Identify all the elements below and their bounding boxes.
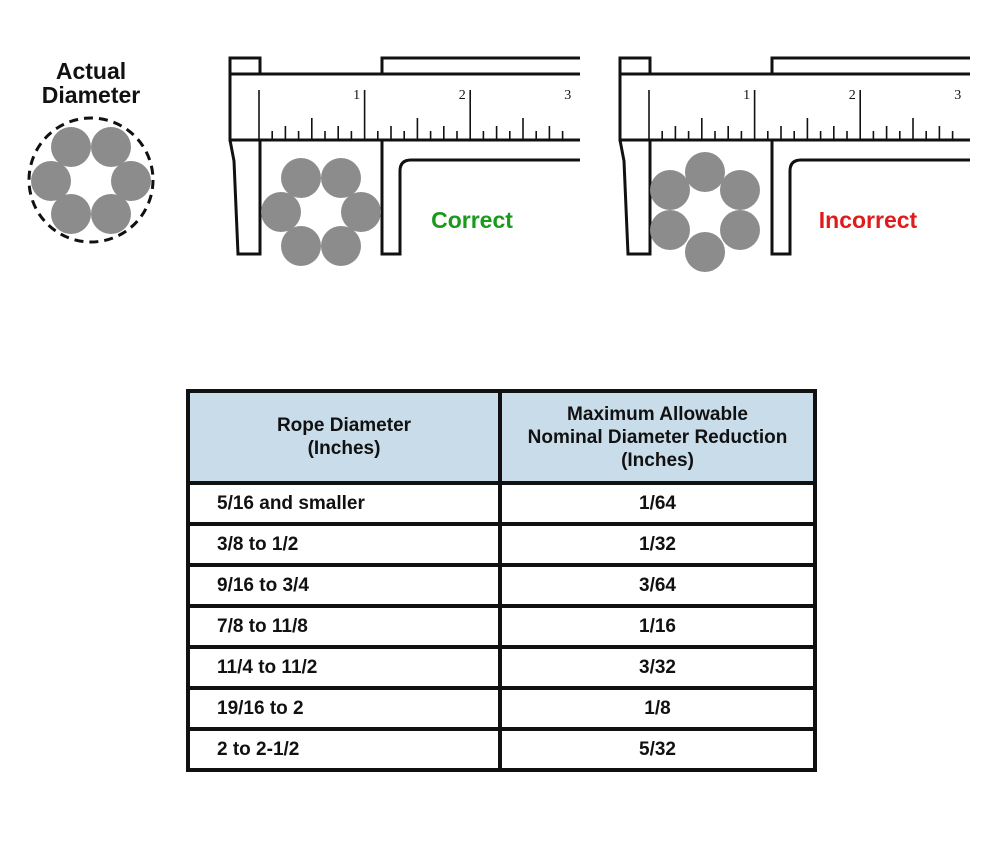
wire-rope-cross-section-incorrect: [650, 152, 760, 272]
wire-strand: [51, 194, 91, 234]
caliper-upper-jaw-sliding: [770, 56, 970, 74]
rope-diameter-cell: 2 to 2-1/2: [186, 727, 502, 772]
wire-strand: [685, 232, 725, 272]
wire-strand: [321, 158, 361, 198]
wire-rope-cross-section-correct: [261, 158, 381, 266]
actual-diameter-illustration: Actual Diameter: [27, 58, 155, 244]
wire-rope-cross-section: [31, 127, 151, 234]
diameter-reduction-table: Rope Diameter (Inches) Maximum Allowable…: [186, 389, 817, 772]
wire-strand: [685, 152, 725, 192]
wire-strand: [720, 210, 760, 250]
caliper-upper-jaw-fixed: [228, 56, 262, 74]
caliper-sliding-jaw: [380, 140, 580, 256]
caliper-fixed-jaw: [228, 139, 262, 256]
caliper-correct: 1 2 3: [228, 56, 580, 256]
caliper-beam: [228, 72, 580, 142]
wire-strand: [281, 158, 321, 198]
caliper-fixed-jaw: [618, 139, 652, 256]
wire-strand: [91, 127, 131, 167]
actual-label-line2: Diameter: [42, 82, 140, 108]
rope-diameter-cell: 19/16 to 2: [186, 686, 502, 731]
rope-diameter-cell: 5/16 and smaller: [186, 481, 502, 526]
scale-number: 3: [564, 88, 571, 103]
max-reduction-cell: 3/32: [498, 645, 817, 690]
max-reduction-cell: 1/32: [498, 522, 817, 567]
wire-strand: [51, 127, 91, 167]
scale-number: 1: [353, 88, 360, 103]
max-reduction-cell: 1/16: [498, 604, 817, 649]
rope-diameter-cell: 11/4 to 11/2: [186, 645, 502, 690]
max-reduction-cell: 3/64: [498, 563, 817, 608]
actual-diameter-dashed-circle: [27, 116, 155, 244]
correct-label: Correct: [431, 207, 513, 233]
wire-strand: [321, 226, 361, 266]
wire-strand: [91, 194, 131, 234]
incorrect-label: Incorrect: [819, 207, 918, 233]
scale-number: 2: [849, 88, 856, 103]
wire-strand: [650, 170, 690, 210]
rope-diameter-cell: 9/16 to 3/4: [186, 563, 502, 608]
actual-label-line1: Actual: [56, 58, 126, 84]
table-header-row: Rope Diameter (Inches) Maximum Allowable…: [186, 389, 817, 485]
scale-number: 1: [743, 88, 750, 103]
wire-strand: [281, 226, 321, 266]
caliper-upper-jaw-sliding: [380, 56, 580, 74]
wire-strand: [650, 210, 690, 250]
wire-strand: [31, 161, 71, 201]
rope-diameter-cell: 3/8 to 1/2: [186, 522, 502, 567]
max-reduction-cell: 1/8: [498, 686, 817, 731]
caliper-incorrect: 1 2 3: [618, 56, 970, 256]
rope-diameter-cell: 7/8 to 11/8: [186, 604, 502, 649]
wire-strand: [261, 192, 301, 232]
max-reduction-cell: 5/32: [498, 727, 817, 772]
caliper-upper-jaw-fixed: [618, 56, 652, 74]
max-reduction-cell: 1/64: [498, 481, 817, 526]
wire-strand: [341, 192, 381, 232]
scale-number: 3: [954, 88, 961, 103]
wire-strand: [111, 161, 151, 201]
header-rope-diameter: Rope Diameter (Inches): [186, 389, 502, 485]
caliper-sliding-jaw: [770, 140, 970, 256]
wire-strand: [720, 170, 760, 210]
caliper-beam: [618, 72, 970, 142]
header-max-reduction: Maximum Allowable Nominal Diameter Reduc…: [498, 389, 817, 485]
scale-number: 2: [459, 88, 466, 103]
